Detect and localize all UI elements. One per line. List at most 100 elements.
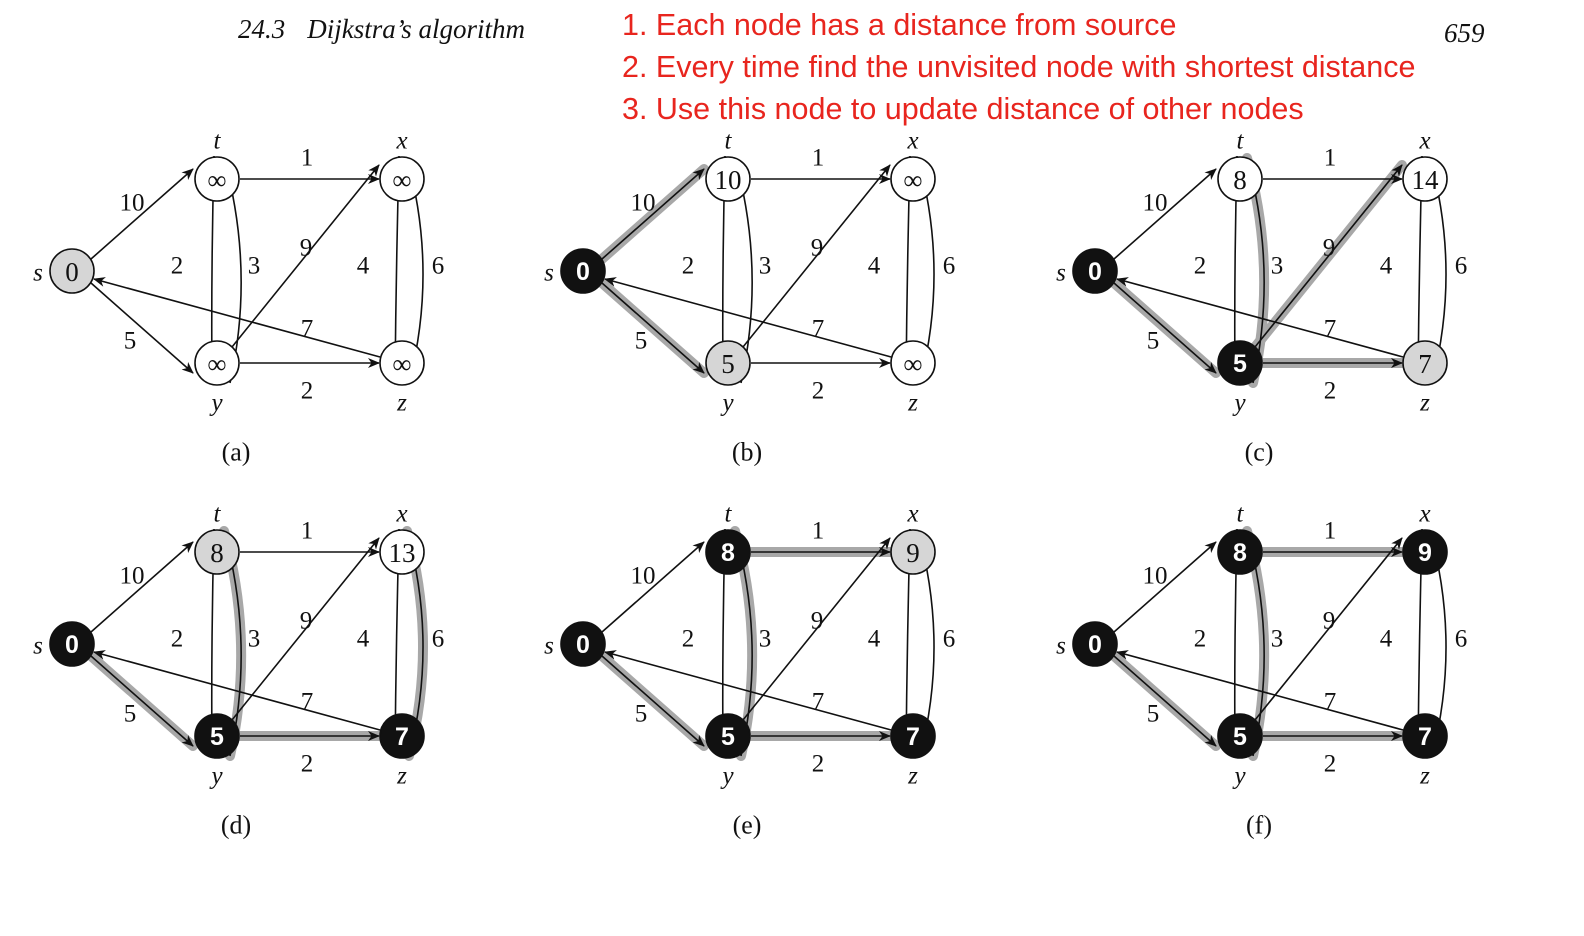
panel-caption: (d) xyxy=(221,811,251,840)
node-s xyxy=(1072,621,1118,667)
node-distance-value: ∞ xyxy=(207,165,226,195)
edge-weight-label: 2 xyxy=(171,253,184,280)
edge-weight-label: 2 xyxy=(1194,253,1207,280)
edge-weight-label: 7 xyxy=(812,316,825,343)
edge-s-t xyxy=(601,541,705,633)
edge-weight-label: 3 xyxy=(1271,626,1284,653)
node-letter: z xyxy=(1419,763,1430,790)
edge-s-t xyxy=(1113,168,1217,260)
edge-weight-label: 2 xyxy=(682,253,695,280)
node-distance-value: 0 xyxy=(65,257,79,287)
node-y xyxy=(705,340,751,386)
node-letter: t xyxy=(1237,501,1245,528)
edge-weight-label: 10 xyxy=(631,190,656,217)
node-distance-value: 9 xyxy=(906,538,920,568)
node-distance-value: ∞ xyxy=(207,349,226,379)
edge-weight-label: 2 xyxy=(301,378,314,405)
note-line: 3. Use this node to update distance of o… xyxy=(622,92,1304,126)
edge-y-x xyxy=(1254,164,1403,348)
edge-weight-label: 4 xyxy=(1380,626,1393,653)
node-s xyxy=(1072,248,1118,294)
note-line: 1. Each node has a distance from source xyxy=(622,8,1177,42)
edge-s-t xyxy=(90,541,194,633)
edge-z-s xyxy=(604,277,892,358)
panel-caption: (a) xyxy=(222,438,251,467)
edge-weight-label: 4 xyxy=(1380,253,1393,280)
node-t xyxy=(705,529,751,575)
node-letter: s xyxy=(544,633,554,660)
node-distance-value: 7 xyxy=(1418,723,1432,751)
node-distance-value: ∞ xyxy=(903,349,922,379)
running-header: 24.3 Dijkstra’s algorithm xyxy=(238,14,525,45)
node-distance-value: 0 xyxy=(1088,258,1102,286)
edge-weight-label: 2 xyxy=(812,751,825,778)
edge-s-y xyxy=(1113,655,1217,747)
node-distance-value: 13 xyxy=(389,538,416,568)
node-distance-value: 0 xyxy=(65,631,79,659)
node-y xyxy=(194,713,240,759)
node-letter: s xyxy=(1056,633,1066,660)
node-z xyxy=(379,340,425,386)
node-t xyxy=(705,156,751,202)
edge-weight-label: 9 xyxy=(300,235,313,262)
edge-weight-label: 4 xyxy=(868,626,881,653)
edge-weight-label: 1 xyxy=(812,145,825,172)
node-distance-value: 14 xyxy=(1412,165,1440,195)
node-letter: x xyxy=(1418,501,1430,528)
panel-caption: (c) xyxy=(1245,438,1274,467)
node-distance-value: 0 xyxy=(576,631,590,659)
node-distance-value: ∞ xyxy=(903,165,922,195)
node-letter: y xyxy=(719,763,734,790)
edge-s-t xyxy=(1113,541,1217,633)
node-x xyxy=(379,156,425,202)
node-distance-value: 5 xyxy=(210,723,224,751)
node-letter: y xyxy=(208,763,223,790)
section-number: 24.3 xyxy=(238,14,286,44)
edge-weight-label: 5 xyxy=(1147,701,1160,728)
node-letter: z xyxy=(396,390,407,417)
edge-weight-label: 9 xyxy=(811,235,824,262)
edge-weight-label: 6 xyxy=(1455,253,1468,280)
edge-s-y xyxy=(601,655,705,747)
panel-caption: (f) xyxy=(1246,811,1272,840)
node-t xyxy=(194,156,240,202)
edge-weight-label: 1 xyxy=(1324,518,1337,545)
node-s xyxy=(49,621,95,667)
node-letter: z xyxy=(396,763,407,790)
node-distance-value: 5 xyxy=(721,349,735,379)
node-s xyxy=(49,248,95,294)
panel-caption: (e) xyxy=(733,811,762,840)
node-letter: s xyxy=(33,260,43,287)
node-x xyxy=(890,156,936,202)
edge-weight-label: 10 xyxy=(120,563,145,590)
node-x xyxy=(1402,156,1448,202)
edge-weight-label: 1 xyxy=(301,145,314,172)
edge-weight-label: 1 xyxy=(301,518,314,545)
node-y xyxy=(1217,713,1263,759)
node-s xyxy=(560,248,606,294)
node-letter: x xyxy=(395,128,407,155)
edge-weight-label: 10 xyxy=(631,563,656,590)
page-number: 659 xyxy=(1444,18,1485,48)
node-letter: s xyxy=(544,260,554,287)
node-letter: x xyxy=(906,501,918,528)
edge-weight-label: 6 xyxy=(943,626,956,653)
edge-weight-label: 5 xyxy=(124,701,137,728)
node-distance-value: 0 xyxy=(1088,631,1102,659)
edge-s-y xyxy=(90,655,194,747)
edge-y-x xyxy=(742,537,891,721)
edge-weight-label: 5 xyxy=(124,328,137,355)
node-distance-value: 10 xyxy=(715,165,742,195)
node-x xyxy=(1402,529,1448,575)
node-distance-value: 5 xyxy=(721,723,735,751)
edge-weight-label: 7 xyxy=(301,316,314,343)
node-z xyxy=(890,340,936,386)
section-title: Dijkstra’s algorithm xyxy=(307,14,526,44)
node-y xyxy=(1217,340,1263,386)
edge-y-x xyxy=(231,164,380,348)
node-s xyxy=(560,621,606,667)
edge-weight-label: 5 xyxy=(635,701,648,728)
